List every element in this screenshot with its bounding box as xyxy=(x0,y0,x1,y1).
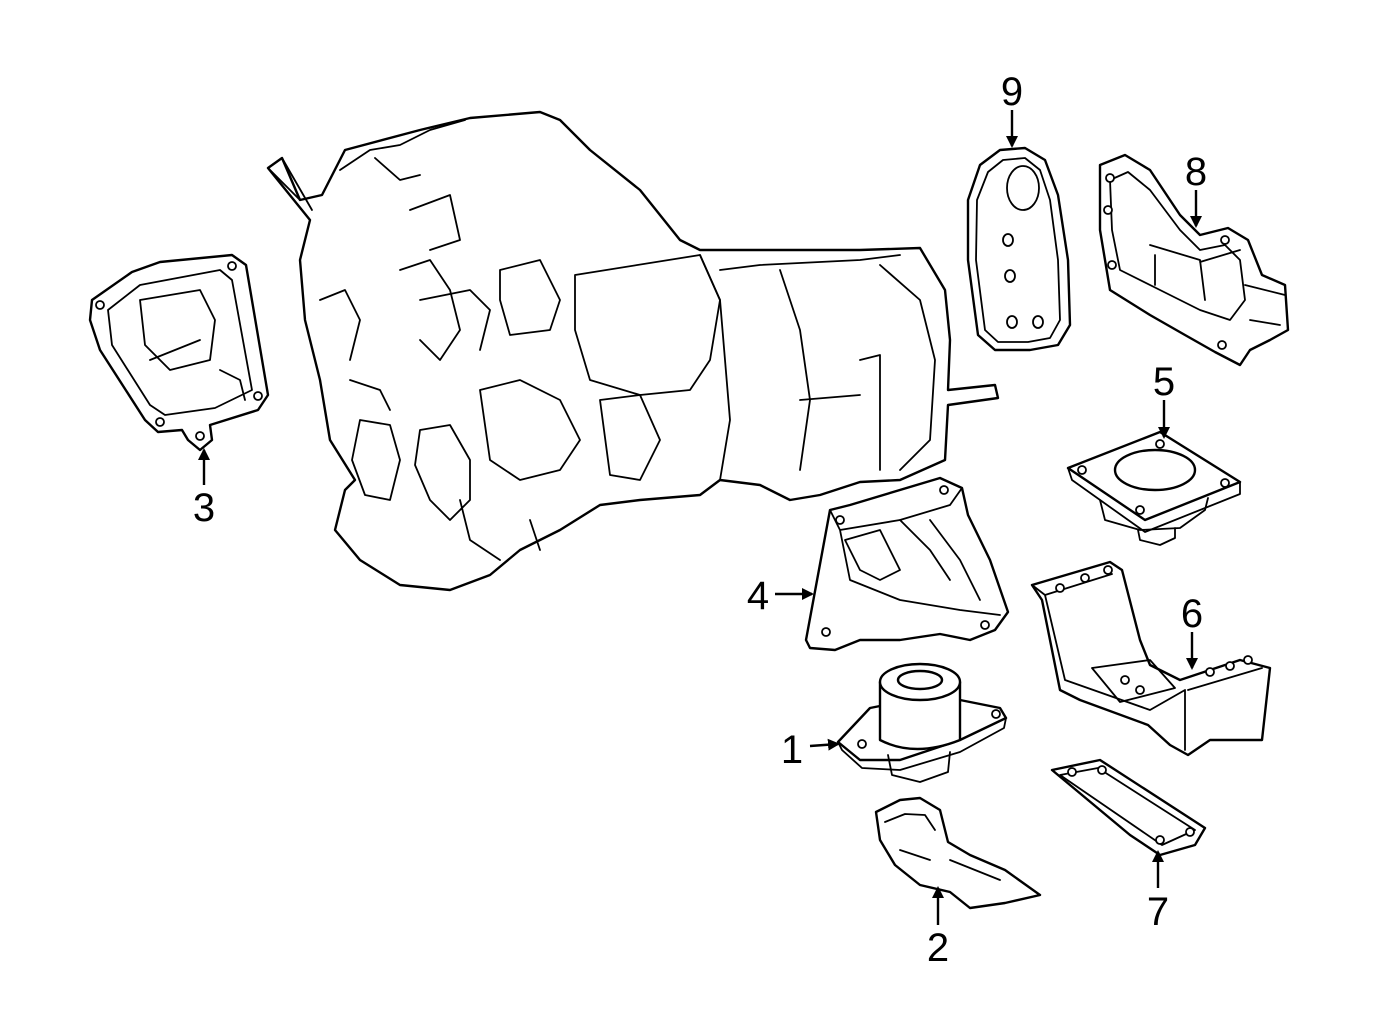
callout-5: 5 xyxy=(1152,360,1176,404)
engine-transmission-assembly xyxy=(266,110,1000,592)
part-5-engine-mount xyxy=(1066,430,1242,546)
callout-7: 7 xyxy=(1146,890,1170,934)
callout-3: 3 xyxy=(192,486,216,530)
part-4-mount-bracket xyxy=(804,476,1010,652)
part-2-heat-shield xyxy=(874,796,1042,910)
callout-1: 1 xyxy=(780,728,804,772)
leader-1 xyxy=(809,738,840,751)
callout-2: 2 xyxy=(926,926,950,970)
callout-4: 4 xyxy=(746,574,770,618)
part-7-plate xyxy=(1050,758,1207,857)
part-1-engine-mount xyxy=(836,662,1008,783)
leader-lines xyxy=(198,110,1202,925)
part-8-mount-bracket xyxy=(1098,153,1290,367)
part-3-bracket xyxy=(88,253,270,452)
callout-6: 6 xyxy=(1180,592,1204,636)
callout-9: 9 xyxy=(1000,70,1024,114)
callout-8: 8 xyxy=(1184,150,1208,194)
part-6-crossmember xyxy=(1030,560,1272,757)
part-9-mount-plate xyxy=(966,146,1072,352)
